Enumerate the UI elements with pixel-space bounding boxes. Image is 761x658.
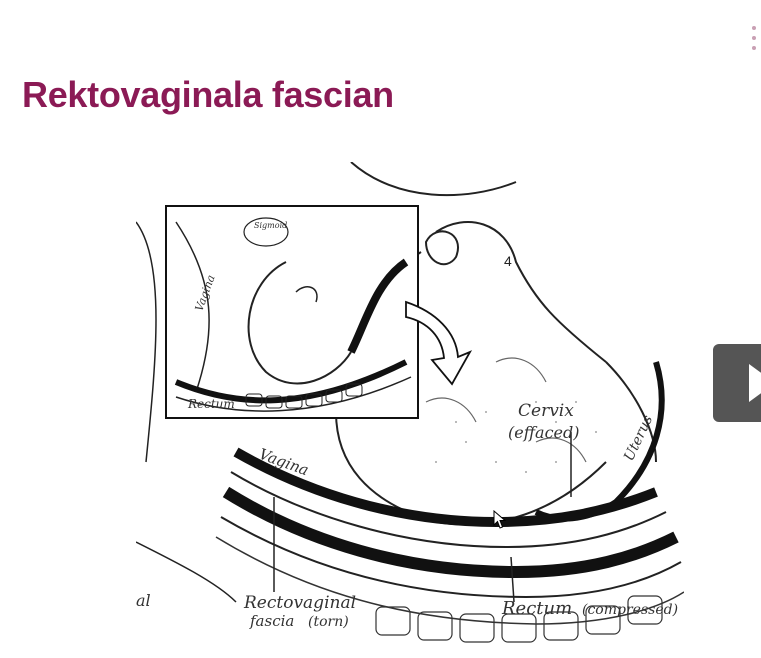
play-icon	[749, 364, 761, 402]
play-button[interactable]	[713, 344, 761, 422]
label-effaced: (effaced)	[508, 423, 580, 442]
label-rectovaginal: Rectovaginal	[243, 593, 356, 613]
anatomical-illustration: Sigmoid Vagina Rectum 4 Cervix (effaced)…	[136, 162, 684, 650]
label-rectum: Rectum	[501, 598, 572, 619]
label-fascia: fascia	[249, 612, 294, 630]
label-cervix: Cervix	[518, 401, 574, 421]
corner-decoration	[752, 26, 757, 60]
mouse-cursor-icon	[493, 510, 507, 529]
label-compressed: (compressed)	[582, 602, 678, 618]
label-torn: (torn)	[308, 614, 349, 630]
panel-number: 4	[504, 253, 512, 269]
inset-label-sigmoid: Sigmoid	[254, 221, 287, 230]
label-cut-off: al	[136, 591, 151, 610]
inset-label-rectum: Rectum	[187, 397, 235, 411]
inset-panel: Sigmoid Vagina Rectum	[165, 205, 473, 419]
slide-title: Rektovaginala fascian	[22, 74, 394, 115]
